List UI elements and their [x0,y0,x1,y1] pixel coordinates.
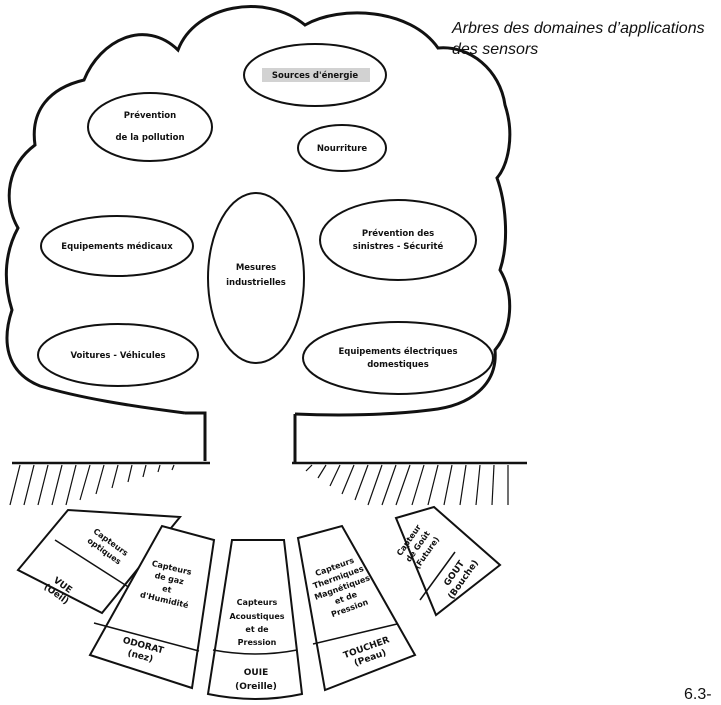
domain-label: de la pollution [115,133,184,143]
domain-prevention-pollution: Prévention de la pollution [87,92,213,162]
domain-label: Prévention des [362,228,434,239]
domain-prevention-sinistres: Prévention des sinistres - Sécurité [319,199,477,281]
root-odorat: Capteurs de gaz et d'Humidité ODORAT (ne… [88,524,216,690]
domain-equipements-electriques: Equipements électriques domestiques [302,321,494,395]
sensor-label: Pression [238,638,277,647]
tree-trunk [185,411,207,461]
ground-hatching-left [9,464,175,506]
domain-equipements-medicaux: Equipements médicaux [40,215,194,277]
sensor-label: et de [245,625,269,634]
domain-sources-energie: Sources d'énergie [243,43,387,107]
ground-hatching-right [305,464,509,506]
sensor-label: Acoustiques [229,612,284,621]
domain-label: domestiques [367,360,429,370]
tree-crown-outline [4,5,512,417]
domain-voitures-vehicules: Voitures - Véhicules [37,323,199,387]
root-ouie: Capteurs Acoustiques et de Pression OUIE… [206,539,304,700]
domain-label: sinistres - Sécurité [353,241,444,252]
domain-mesures-industrielles: Mesures industrielles [207,192,305,364]
domain-label: Prévention [124,110,176,121]
domain-label: Equipements médicaux [61,241,173,252]
caption-line-2: des sensors [452,41,539,58]
domain-label: Mesures [236,263,276,273]
domain-nourriture: Nourriture [297,124,387,172]
domain-label: industrielles [226,278,286,288]
sensor-label: et [161,584,172,595]
root-gout: Capteur de Goût (Future) GOUT (Bouche) [394,505,502,617]
sensor-label: Capteurs [237,598,278,607]
root-toucher: Capteurs Thermiques Magnétiques et de Pr… [296,524,417,692]
domain-label: Equipements électriques [338,346,457,357]
sense-label: OUIE [244,668,268,678]
sense-label: (Oreille) [235,682,277,692]
domain-label: Nourriture [317,144,368,154]
figure-caption: Arbres des domaines d’applications des s… [452,18,720,60]
domain-label: Sources d'énergie [272,70,358,81]
root-vue: Capteurs optiques VUE (Oeil) [16,508,183,615]
caption-line-1: Arbres des domaines d’applications [452,20,705,37]
page-number: 6.3- [684,686,712,703]
domain-label: Voitures - Véhicules [70,350,165,361]
